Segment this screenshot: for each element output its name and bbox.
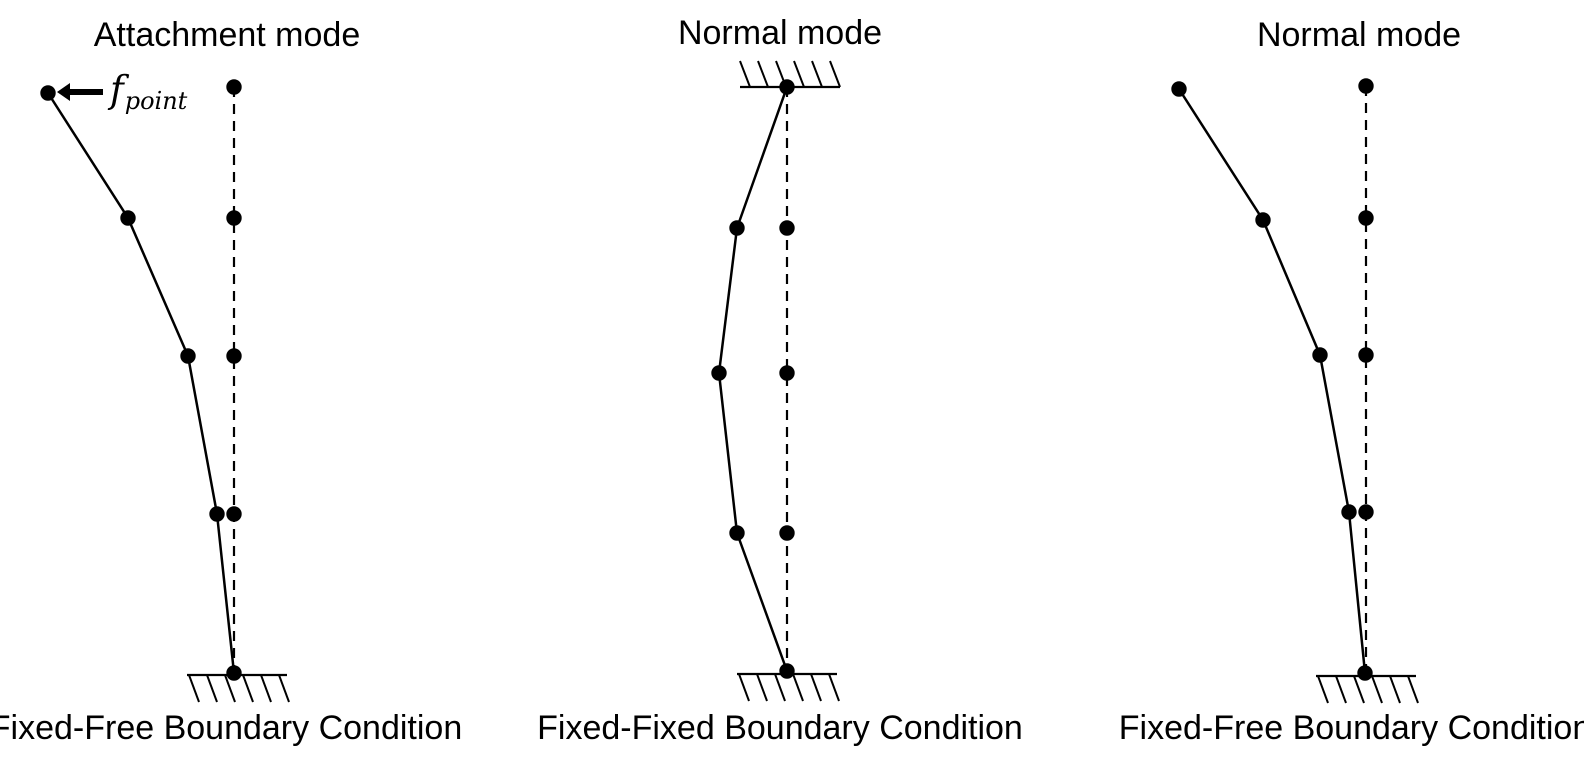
reference-node-dot [226, 506, 242, 522]
fixed-support-hatch [793, 60, 805, 88]
deformed-node-dot [40, 85, 56, 101]
caption-fixed-fixed-center: Fixed-Fixed Boundary Condition [537, 709, 1023, 747]
fixed-support-hatch [1353, 675, 1365, 704]
deformed-node-dot [729, 220, 745, 236]
fixed-support-hatch [224, 674, 236, 703]
fixed-support-hatch [738, 673, 750, 702]
fixed-support-hatch [828, 673, 840, 702]
reference-node-dot [779, 220, 795, 236]
deformed-node-dot [1357, 665, 1373, 681]
panel-title-normal-mode-right: Normal mode [1256, 16, 1462, 54]
fixed-support-hatch [1317, 675, 1329, 704]
deformed-beam-line [1177, 88, 1367, 674]
deformed-node-dot [779, 79, 795, 95]
deformed-node-dot [1341, 504, 1357, 520]
reference-node-dot [1358, 347, 1374, 363]
force-point-label: fpoint [110, 71, 187, 113]
fixed-support-hatch [188, 674, 200, 703]
fixed-support-hatch [1371, 675, 1383, 704]
reference-node-dot [226, 348, 242, 364]
force-subscript: point [124, 87, 188, 115]
fixed-support-hatch [278, 674, 290, 703]
deformed-node-dot [209, 506, 225, 522]
fixed-support-hatch [1407, 675, 1419, 704]
panel-title-normal-mode-center: Normal mode [677, 14, 883, 52]
deformed-node-dot [120, 210, 136, 226]
reference-node-dot [1358, 210, 1374, 226]
fixed-support-hatch [739, 60, 751, 88]
deformed-node-dot [180, 348, 196, 364]
caption-fixed-free-right: Fixed-Free Boundary Condition [1118, 709, 1584, 747]
reference-node-dot [779, 525, 795, 541]
fixed-support-hatch [792, 673, 804, 702]
deformed-node-dot [1255, 212, 1271, 228]
deformed-beam-line [46, 92, 236, 674]
fixed-support-hatch [260, 674, 272, 703]
fixed-support-hatch [1335, 675, 1347, 704]
caption-fixed-free-left: Fixed-Free Boundary Condition [0, 709, 463, 747]
fixed-support-hatch [810, 673, 822, 702]
deformed-node-dot [779, 663, 795, 679]
fixed-support-hatch [829, 60, 841, 88]
fixed-support-hatch [756, 673, 768, 702]
deformed-node-dot [711, 365, 727, 381]
fixed-support-hatch [811, 60, 823, 88]
reference-node-dot [226, 210, 242, 226]
force-symbol: f [110, 68, 124, 111]
deformed-beam-line [717, 86, 789, 672]
deformed-node-dot [729, 525, 745, 541]
fixed-support-hatch [242, 674, 254, 703]
fixed-support-hatch [774, 673, 786, 702]
deformed-node-dot [1171, 81, 1187, 97]
fixed-support-hatch [757, 60, 769, 88]
deformed-node-dot [1312, 347, 1328, 363]
panel-title-attachment-mode: Attachment mode [93, 16, 361, 54]
fixed-support-hatch [206, 674, 218, 703]
reference-node-dot [779, 365, 795, 381]
deformed-node-dot [226, 665, 242, 681]
reference-node-dot [1358, 78, 1374, 94]
force-arrow-head [57, 83, 70, 101]
reference-node-dot [1358, 504, 1374, 520]
reference-node-dot [226, 79, 242, 95]
fixed-support-hatch [1389, 675, 1401, 704]
